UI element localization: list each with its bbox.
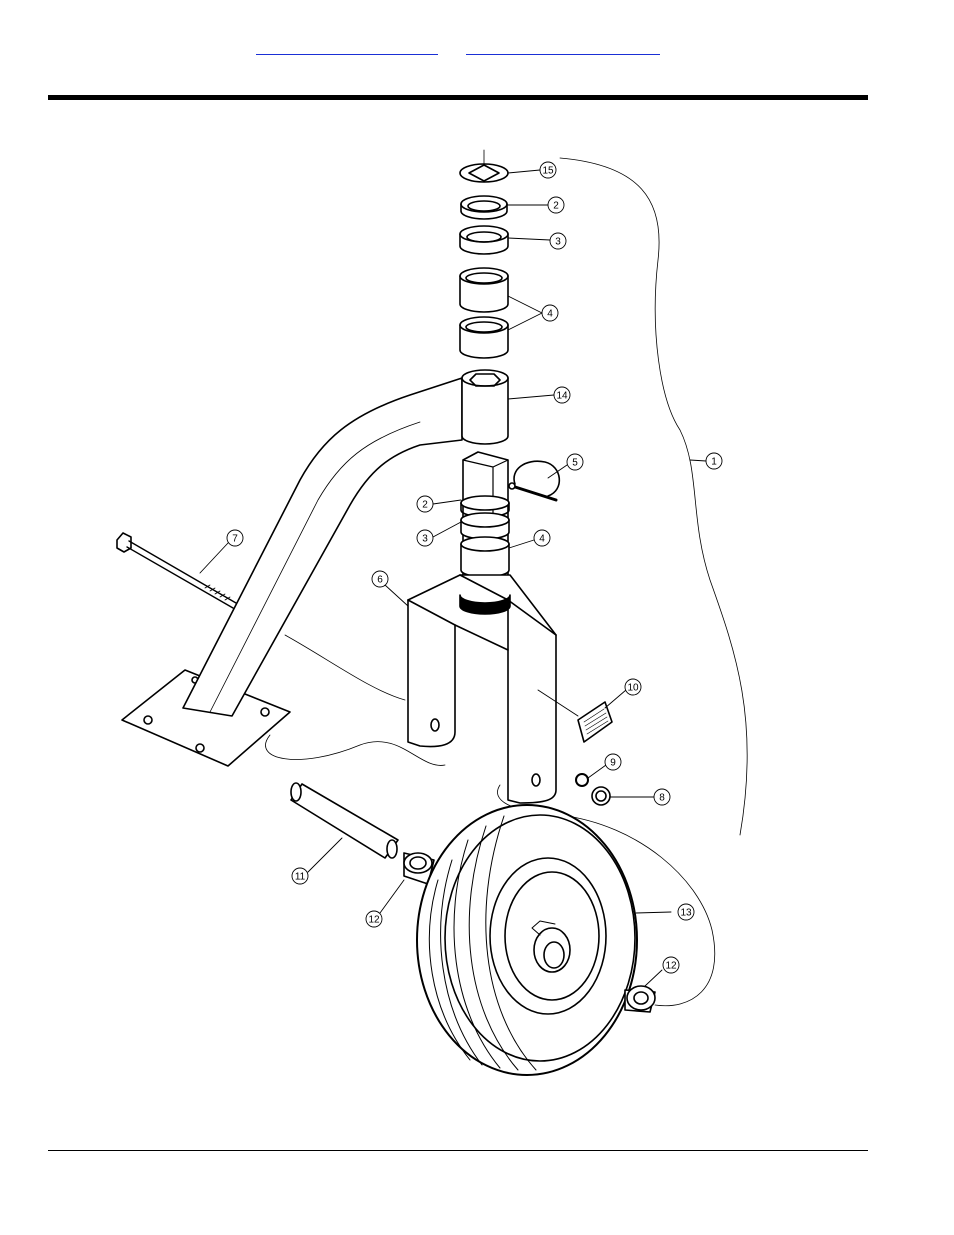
svg-text:5: 5 — [572, 458, 578, 469]
lock-washer-part — [576, 774, 588, 786]
callout-14: 14 — [554, 387, 570, 403]
callout-5: 5 — [567, 454, 583, 470]
callout-4-lower: 4 — [534, 530, 550, 546]
callout-13: 13 — [678, 904, 694, 920]
callout-10: 10 — [625, 679, 641, 695]
svg-text:3: 3 — [422, 534, 428, 545]
svg-text:9: 9 — [610, 758, 616, 769]
svg-text:8: 8 — [659, 793, 665, 804]
svg-text:10: 10 — [627, 683, 639, 694]
linch-pin-part — [509, 461, 559, 500]
callout-2-upper: 2 — [548, 197, 564, 213]
svg-text:2: 2 — [553, 201, 559, 212]
callout-1: 1 — [706, 453, 722, 469]
callout-4-upper: 4 — [542, 305, 558, 321]
callout-7: 7 — [227, 530, 243, 546]
callout-15: 15 — [540, 162, 556, 178]
frame-ground-line — [285, 635, 405, 700]
bolt-part — [117, 533, 236, 608]
svg-text:4: 4 — [547, 309, 553, 320]
svg-text:12: 12 — [368, 915, 380, 926]
callout-11: 11 — [292, 868, 308, 884]
bushing-part-upper-2 — [460, 317, 508, 358]
callout-12-left: 12 — [366, 911, 382, 927]
spacer-part-top — [460, 226, 508, 254]
svg-text:6: 6 — [377, 575, 383, 586]
wheel-part — [417, 805, 637, 1075]
svg-text:3: 3 — [555, 237, 561, 248]
square-washer-part — [460, 150, 508, 182]
callout-6: 6 — [372, 571, 388, 587]
fork-part — [408, 575, 556, 803]
svg-text:13: 13 — [680, 908, 692, 919]
axle-tube-part — [291, 783, 398, 858]
svg-text:11: 11 — [295, 872, 306, 883]
bottom-rule — [48, 1150, 868, 1151]
svg-text:1: 1 — [711, 457, 717, 468]
svg-text:15: 15 — [542, 166, 554, 177]
callout-3-upper: 3 — [550, 233, 566, 249]
svg-text:7: 7 — [232, 534, 238, 545]
svg-text:12: 12 — [665, 961, 677, 972]
callout-8: 8 — [654, 789, 670, 805]
callout-12-right: 12 — [663, 957, 679, 973]
callout-9: 9 — [605, 754, 621, 770]
svg-text:14: 14 — [556, 391, 568, 402]
bushing-part-lower — [461, 537, 509, 577]
nut-part — [592, 787, 610, 805]
decal-part — [578, 702, 612, 742]
svg-text:2: 2 — [422, 500, 428, 511]
washer-part-top — [461, 196, 507, 219]
callout-3-lower: 3 — [417, 530, 433, 546]
spacer-part-lower — [461, 513, 509, 539]
callout-2-lower: 2 — [417, 496, 433, 512]
svg-text:4: 4 — [539, 534, 545, 545]
bushing-part-upper-1 — [460, 268, 508, 312]
hub-spacer-part-right — [625, 986, 655, 1012]
